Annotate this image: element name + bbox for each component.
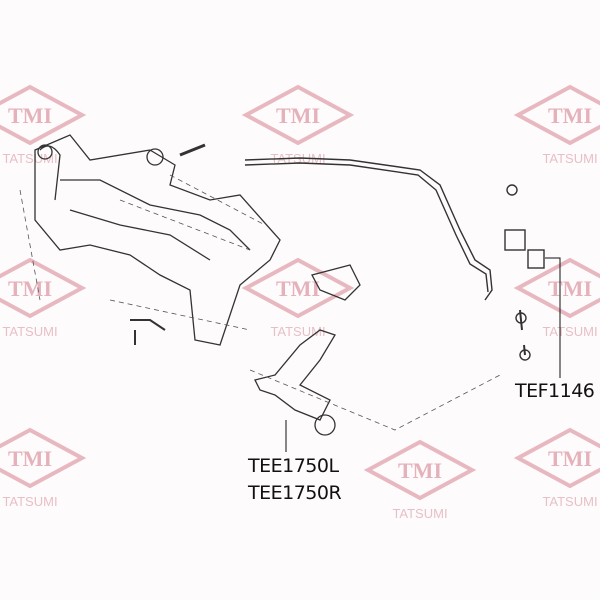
svg-text:TMI: TMI [276,276,320,301]
part-label-tee1750l[interactable]: TEE1750L [248,455,339,477]
subframe-drawing [34,134,281,346]
watermark-logo: TMI TATSUMI [513,427,600,509]
svg-text:TMI: TMI [8,446,52,471]
dashed-leader-lines [19,174,501,431]
svg-text:TMI: TMI [548,446,592,471]
control-arm-drawing [254,264,361,436]
svg-text:TATSUMI: TATSUMI [2,324,57,339]
callout-lines [285,257,561,452]
svg-text:TATSUMI: TATSUMI [2,151,57,166]
watermark-logo: TMI TATSUMI [363,439,477,521]
watermark-logo: TMI TATSUMI [0,84,87,166]
svg-text:TMI: TMI [398,458,442,483]
svg-text:TATSUMI: TATSUMI [542,324,597,339]
watermark-logo: TMI TATSUMI [0,427,87,509]
watermark-logo: TMI TATSUMI [0,257,87,339]
watermark-logo: TMI TATSUMI [241,84,355,166]
watermark-logo: TMI TATSUMI [513,84,600,166]
svg-text:TATSUMI: TATSUMI [2,494,57,509]
svg-text:TMI: TMI [8,276,52,301]
watermark-logo: TMI TATSUMI [513,257,600,339]
svg-text:TMI: TMI [276,103,320,128]
svg-text:TMI: TMI [548,276,592,301]
svg-text:TATSUMI: TATSUMI [542,494,597,509]
svg-text:TATSUMI: TATSUMI [542,151,597,166]
part-label-tef1146[interactable]: TEF1146 [515,380,595,402]
svg-text:TMI: TMI [548,103,592,128]
watermark-logo: TMI TATSUMI [241,257,355,339]
svg-text:TATSUMI: TATSUMI [392,506,447,521]
stabilizer-bar-drawing [244,157,545,361]
svg-text:TATSUMI: TATSUMI [270,324,325,339]
svg-text:TMI: TMI [8,103,52,128]
watermark-logos: TMI TATSUMI TMI TATSUMI TMI TATSUMI TMI … [0,84,600,521]
part-label-tee1750r[interactable]: TEE1750R [248,482,342,504]
